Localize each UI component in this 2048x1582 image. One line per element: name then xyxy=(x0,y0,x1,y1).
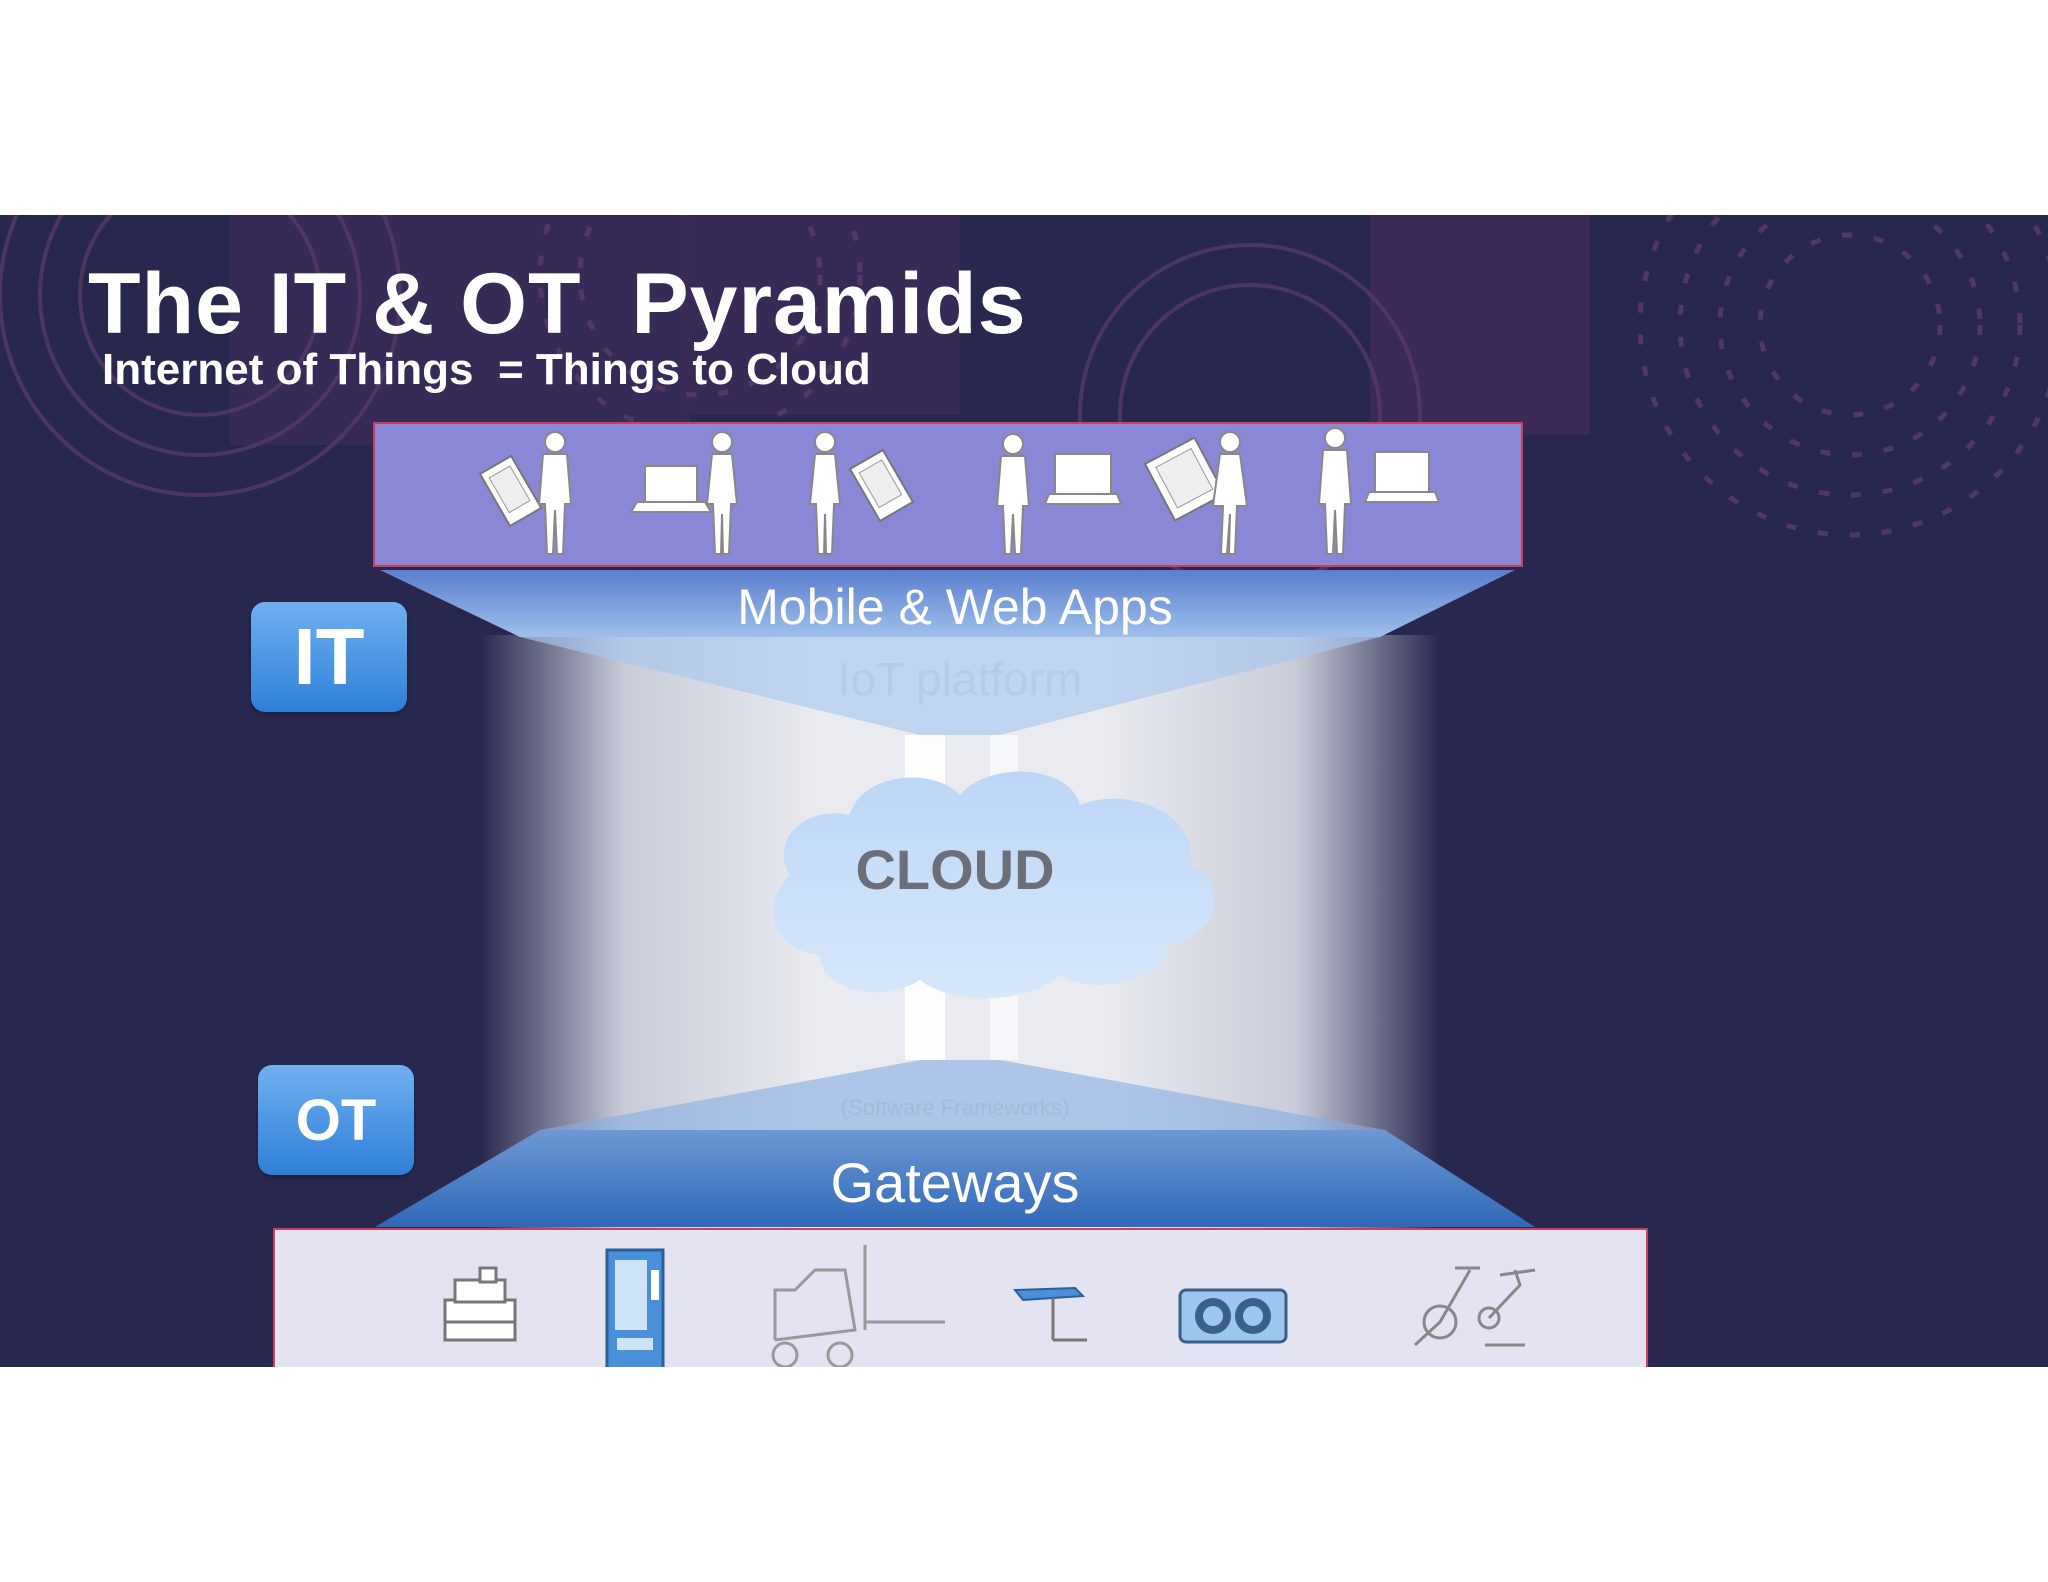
woman-icon xyxy=(1211,431,1249,555)
things-icons xyxy=(443,1245,1536,1367)
solar-panel-icon xyxy=(1012,1286,1087,1342)
woman-icon xyxy=(808,431,842,555)
laptop-icon xyxy=(1363,451,1441,503)
businessman-icon xyxy=(537,431,573,555)
users-icons xyxy=(478,427,1441,555)
laptop-icon xyxy=(1043,453,1123,505)
ot-badge: OT xyxy=(258,1065,414,1175)
gateways-label: Gateways xyxy=(830,1151,1080,1214)
iot-platform-label: IoT platform xyxy=(837,653,1083,705)
things-band xyxy=(273,1228,1648,1367)
laptop-icon xyxy=(629,465,713,513)
it-badge: IT xyxy=(251,602,407,712)
pyramid-diagram xyxy=(375,570,1535,1335)
slide-title: The IT & OT Pyramids xyxy=(88,256,1027,352)
vending-machine-icon xyxy=(605,1248,665,1367)
software-frameworks-label: (Software Frameworks) xyxy=(840,1095,1070,1120)
slide-subtitle: Internet of Things = Things to Cloud xyxy=(102,345,871,394)
slide: The IT & OT Pyramids Internet of Things … xyxy=(0,215,2048,1367)
woman-icon xyxy=(705,431,739,555)
cloud-label: CLOUD xyxy=(855,838,1055,901)
background-pattern xyxy=(0,215,2048,587)
hvac-unit-icon xyxy=(1178,1288,1288,1344)
mobile-web-apps-label: Mobile & Web Apps xyxy=(737,579,1173,635)
users-band xyxy=(373,422,1523,567)
exercise-bike-icon xyxy=(1413,1266,1536,1347)
forklift-icon xyxy=(771,1245,945,1367)
man-icon xyxy=(995,433,1031,555)
phone-icon xyxy=(848,448,915,523)
phone-icon xyxy=(478,454,543,528)
tablet-icon xyxy=(1143,436,1226,522)
cash-register-icon xyxy=(443,1266,517,1342)
businessman-icon xyxy=(1317,427,1353,555)
